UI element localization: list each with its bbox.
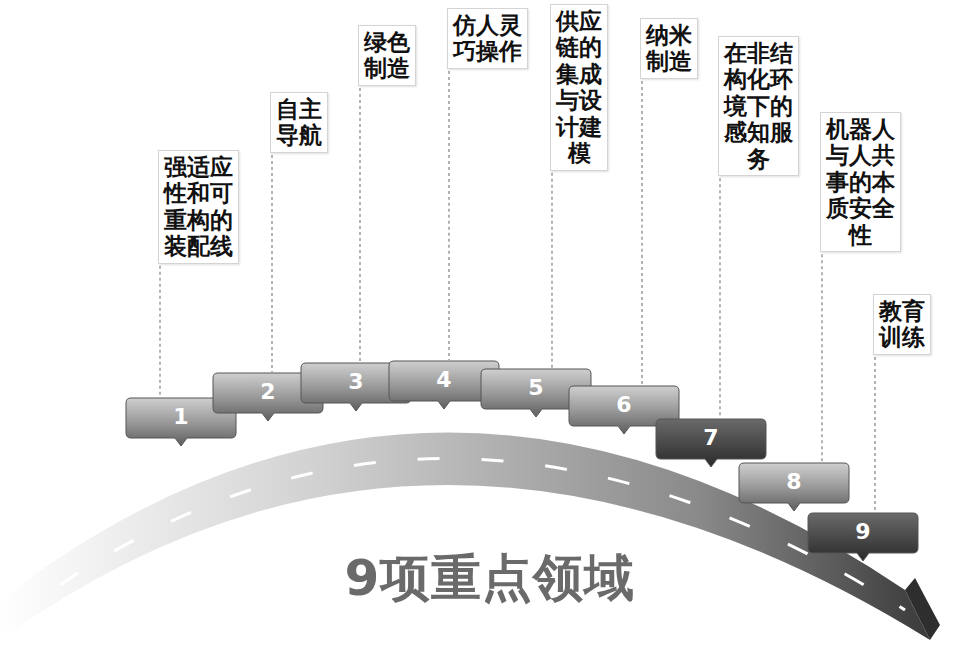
callout-number: 7 — [655, 418, 767, 458]
field-label: 仿人灵巧操作 — [447, 8, 528, 69]
field-label: 自主导航 — [270, 92, 328, 153]
leader-line — [821, 254, 822, 462]
leader-line — [448, 71, 449, 360]
number-tab: 8 — [738, 462, 850, 512]
leader-line — [359, 88, 360, 362]
field-label: 教育训练 — [873, 294, 931, 355]
field-label: 强适应性和可重构的装配线 — [158, 150, 239, 264]
label-text: 强适应性和可重构的装配线 — [164, 154, 233, 260]
leader-line — [641, 81, 642, 385]
label-text: 供应链的集成与设计建模 — [556, 8, 602, 167]
leader-line — [159, 266, 160, 397]
number-tab: 7 — [655, 418, 767, 468]
leader-line — [271, 155, 272, 372]
label-text: 纳米制造 — [646, 22, 692, 75]
callout-number: 9 — [807, 512, 919, 552]
number-tab: 9 — [807, 512, 919, 562]
label-text: 自主导航 — [276, 96, 322, 149]
diagram-title: 9项重点领域 — [0, 545, 980, 612]
label-text: 机器人与人共事的本质安全性 — [826, 116, 895, 248]
label-text: 在非结构化环境下的感知服务 — [724, 40, 793, 172]
field-label: 绿色制造 — [358, 25, 416, 86]
label-text: 绿色制造 — [364, 29, 410, 82]
field-label: 供应链的集成与设计建模 — [550, 4, 608, 171]
field-label: 在非结构化环境下的感知服务 — [718, 36, 799, 176]
leader-line — [874, 357, 875, 512]
label-text: 教育训练 — [879, 298, 925, 351]
label-text: 仿人灵巧操作 — [453, 12, 522, 65]
field-label: 机器人与人共事的本质安全性 — [820, 112, 901, 252]
callout-number: 8 — [738, 462, 850, 502]
leader-line — [551, 173, 552, 368]
leader-line — [719, 178, 720, 418]
field-label: 纳米制造 — [640, 18, 698, 79]
